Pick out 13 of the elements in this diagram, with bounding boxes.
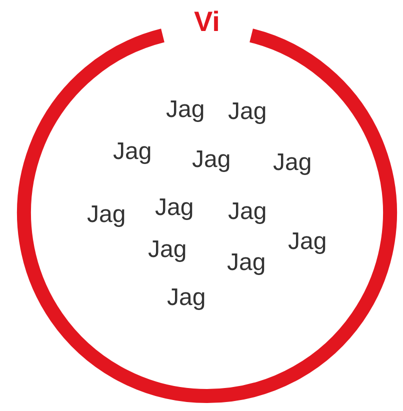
- word-label: Jag: [228, 100, 267, 124]
- word-label: Jag: [288, 230, 327, 254]
- word-label: Jag: [192, 148, 231, 172]
- word-label: Jag: [87, 203, 126, 227]
- word-label: Jag: [273, 151, 312, 175]
- word-label: Jag: [228, 200, 267, 224]
- word-label: Jag: [227, 251, 266, 275]
- word-label: Jag: [167, 286, 206, 310]
- word-label: Jag: [148, 238, 187, 262]
- circle-heading: Vi: [193, 8, 221, 36]
- word-label: Jag: [113, 140, 152, 164]
- word-label: Jag: [155, 196, 194, 220]
- word-label: Jag: [166, 98, 205, 122]
